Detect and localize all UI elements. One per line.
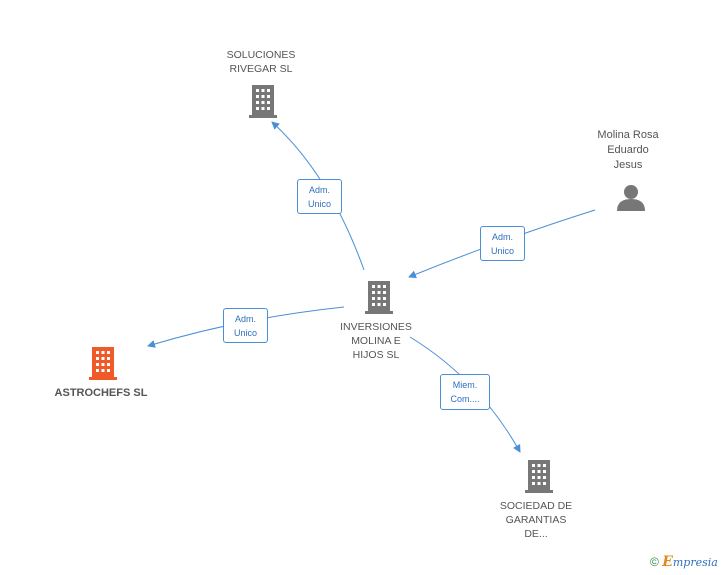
node-label-astrochefs[interactable]: ASTROCHEFS SL bbox=[54, 387, 148, 399]
building-icon[interactable] bbox=[365, 281, 393, 314]
node-label-inversiones[interactable]: INVERSIONES MOLINA E HIJOS SL bbox=[340, 321, 412, 361]
person-icon[interactable] bbox=[617, 185, 645, 211]
edge-label-adm-unico[interactable]: Adm. Unico bbox=[297, 179, 342, 214]
node-label-soluciones[interactable]: SOLUCIONES RIVEGAR SL bbox=[226, 49, 296, 75]
empresia-logo: © Empresia bbox=[650, 554, 718, 570]
node-label-sociedad[interactable]: SOCIEDAD DE GARANTIAS DE... bbox=[499, 500, 573, 540]
copyright-icon: © bbox=[650, 555, 659, 569]
edge-label-adm-unico[interactable]: Adm. Unico bbox=[223, 308, 268, 343]
edge-label-adm-unico[interactable]: Adm. Unico bbox=[480, 226, 525, 261]
building-icon[interactable] bbox=[89, 347, 117, 380]
building-icon[interactable] bbox=[249, 85, 277, 118]
edge-label-miem-com[interactable]: Miem. Com.... bbox=[440, 374, 490, 410]
building-icon[interactable] bbox=[525, 460, 553, 493]
node-label-molina[interactable]: Molina Rosa Eduardo Jesus bbox=[597, 129, 659, 171]
